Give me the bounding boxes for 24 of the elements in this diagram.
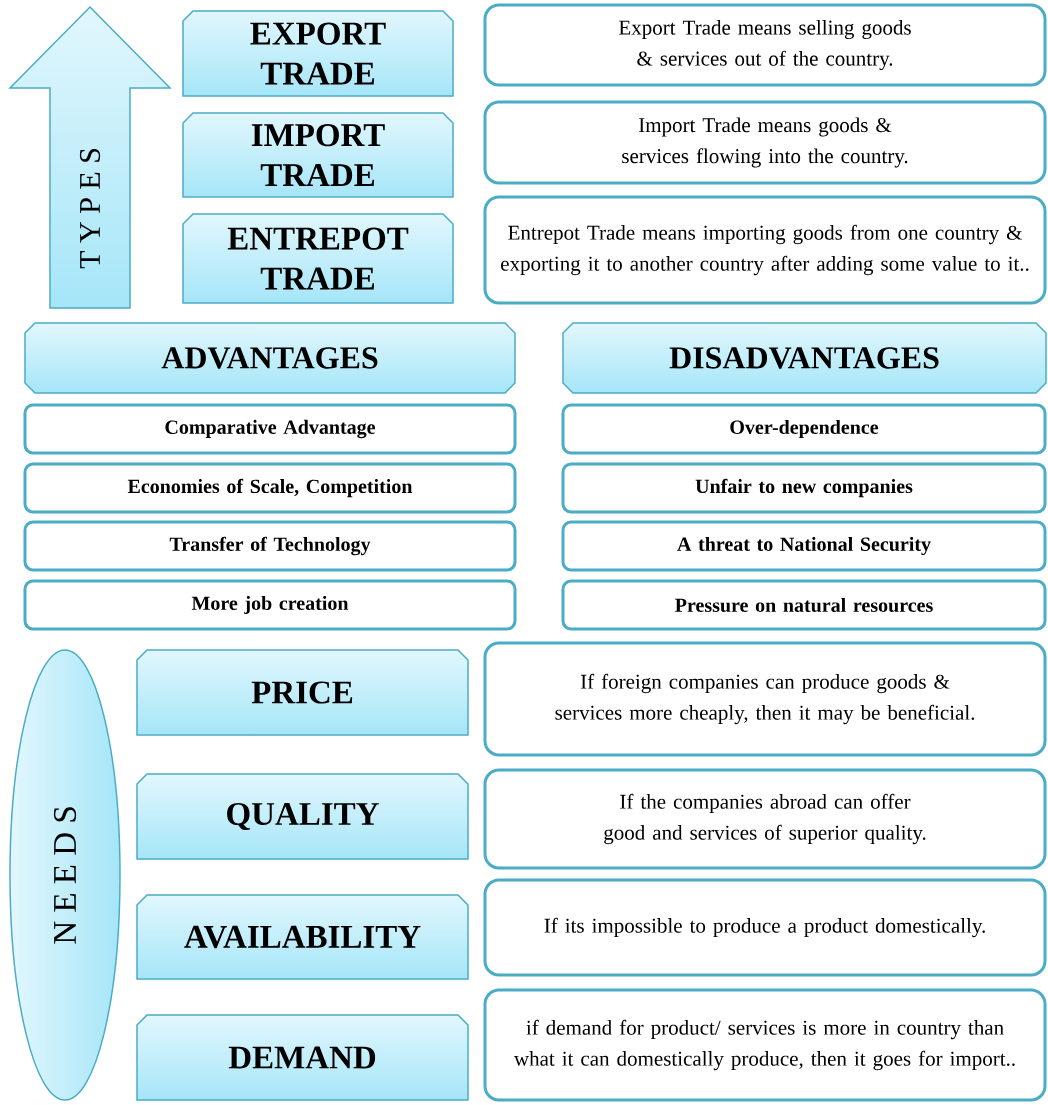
list-box: Over-dependence (561, 403, 1047, 455)
list-box: More job creation (23, 579, 517, 631)
list-box: Pressure on natural resources (561, 579, 1047, 631)
label-box: AVAILABILITY (136, 894, 469, 980)
header-box: ADVANTAGES (24, 322, 516, 394)
list-box: Economies of Scale, Competition (23, 462, 517, 514)
list-box: Unfair to new companies (561, 462, 1047, 514)
description-box: Import Trade means goods & services flowing into the country. (483, 100, 1047, 185)
label-box: DEMAND (136, 1014, 469, 1101)
label-box: EXPORT TRADE (182, 10, 454, 97)
description-box: If its impossible to produce a product domestically. (483, 878, 1047, 977)
label-box: PRICE (136, 649, 469, 736)
label-box: ENTREPOT TRADE (182, 213, 454, 304)
description-box: Entrepot Trade means importing goods from one country & exporting it to another country after adding some value to it.. (483, 195, 1047, 305)
description-box: if demand for product/ services is more in country than what it can domestically produce, then it goes for import.. (483, 988, 1047, 1102)
list-box: Comparative Advantage (23, 403, 517, 455)
label-box: QUALITY (136, 773, 469, 860)
description-box: Export Trade means selling goods & services out of the country. (483, 3, 1047, 87)
label-box: IMPORT TRADE (182, 112, 454, 198)
list-box: Transfer of Technology (23, 520, 517, 572)
description-box: If foreign companies can produce goods & services more cheaply, then it may be beneficial. (483, 641, 1047, 757)
description-box: If the companies abroad can offer good and services of superior quality. (483, 768, 1047, 870)
list-box: A threat to National Security (561, 520, 1047, 572)
header-box: DISADVANTAGES (562, 322, 1047, 394)
